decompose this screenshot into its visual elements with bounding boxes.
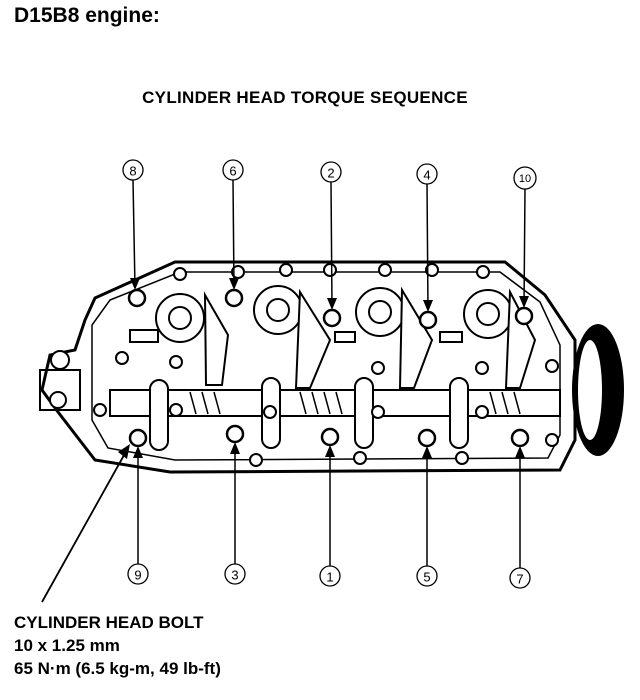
- torque-callout-9: 9: [127, 446, 149, 585]
- callout-number: 9: [134, 568, 141, 583]
- callout-number: 1: [326, 570, 333, 585]
- cylinder-head-diagram: 8 6 2 4 10: [39, 159, 624, 603]
- engine-heading: D15B8 engine:: [14, 4, 160, 27]
- torque-callout-2: 2: [320, 161, 342, 310]
- callout-number: 4: [423, 168, 430, 183]
- cylinder-head-outline: [40, 260, 577, 474]
- callout-number: 6: [229, 164, 236, 179]
- bolt-name: CYLINDER HEAD BOLT: [14, 613, 204, 632]
- distributor-end: [39, 350, 81, 411]
- bolt-size: 10 x 1.25 mm: [14, 636, 120, 655]
- diagram-title: CYLINDER HEAD TORQUE SEQUENCE: [142, 88, 468, 107]
- torque-callout-6: 6: [222, 159, 244, 290]
- torque-callout-10: 10: [513, 166, 537, 308]
- callout-number: 3: [231, 568, 238, 583]
- perimeter-bolts: [93, 263, 559, 467]
- bolt-torque: 65 N·m (6.5 kg-m, 49 lb-ft): [14, 659, 221, 678]
- torque-callout-1: 1: [319, 445, 341, 587]
- torque-callout-3: 3: [224, 442, 246, 585]
- torque-callout-8: 8: [122, 159, 144, 290]
- top-callouts: 8 6 2 4 10: [122, 159, 537, 312]
- torque-callout-4: 4: [416, 163, 438, 312]
- cam-pulley: [572, 324, 624, 456]
- callout-number: 5: [423, 570, 430, 585]
- torque-callout-5: 5: [416, 446, 438, 587]
- bottom-callouts: 9 3 1 5 7: [127, 442, 531, 589]
- callout-number: 10: [519, 173, 531, 185]
- camshaft: [109, 389, 561, 417]
- bolt-leader: [41, 444, 130, 603]
- callout-number: 7: [516, 572, 523, 587]
- torque-callout-7: 7: [509, 446, 531, 589]
- callout-number: 8: [129, 164, 136, 179]
- callout-number: 2: [327, 166, 334, 181]
